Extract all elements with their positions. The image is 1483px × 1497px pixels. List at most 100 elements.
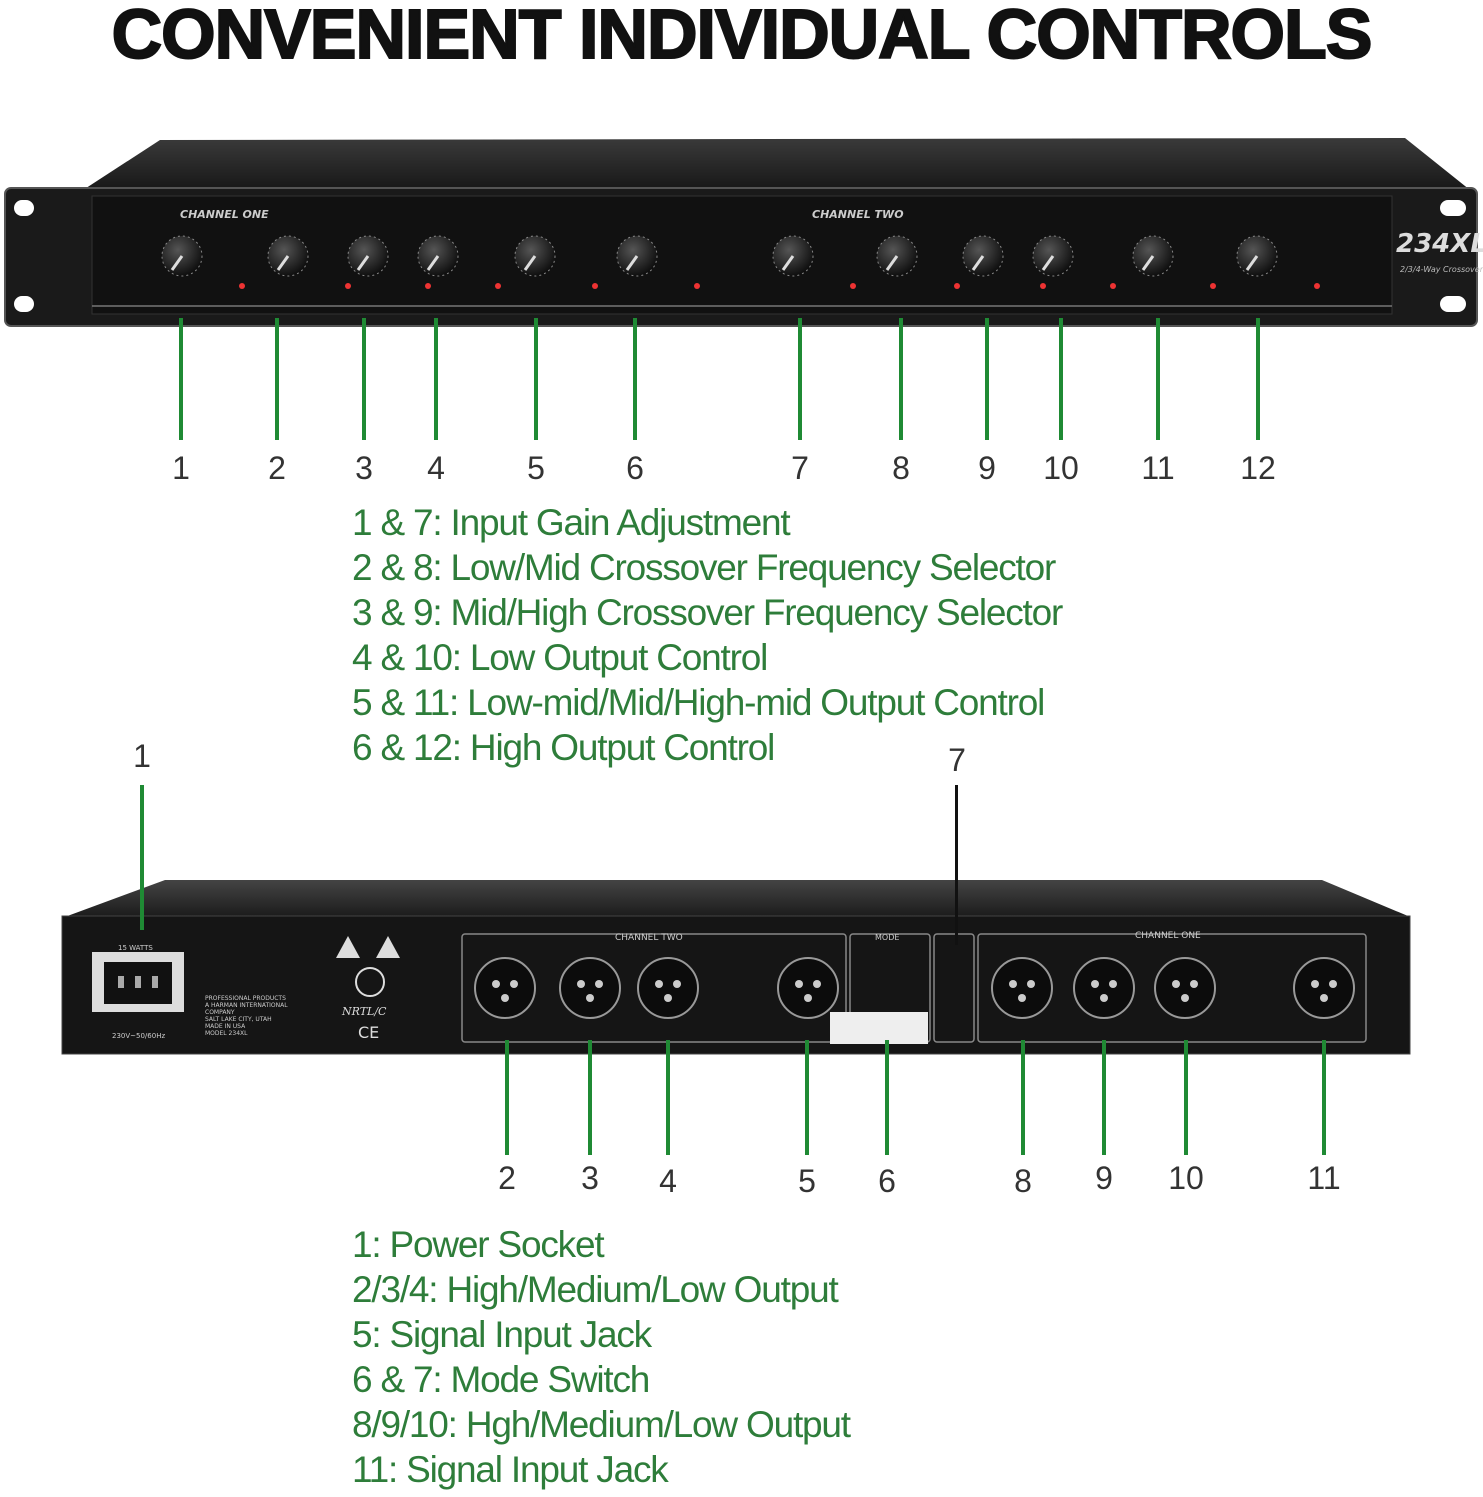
xlr-pin bbox=[501, 994, 509, 1002]
callout-number: 4 bbox=[659, 1163, 677, 1199]
front-legend-item: 1 & 7: Input Gain Adjustment bbox=[352, 502, 791, 543]
callout-number: 3 bbox=[355, 450, 373, 486]
knob-pointer bbox=[356, 255, 370, 271]
ce-label: CE bbox=[358, 1023, 379, 1042]
knob-pointer bbox=[170, 255, 184, 271]
company-line: MADE IN USA bbox=[205, 1023, 246, 1030]
xlr-jack-icon bbox=[1154, 957, 1216, 1019]
callout-number: 8 bbox=[892, 450, 910, 486]
knob-pointer bbox=[885, 255, 899, 271]
knob-pointer bbox=[1141, 255, 1155, 271]
callout-line bbox=[534, 318, 538, 440]
xlr-pin bbox=[595, 980, 603, 988]
knob-pointer bbox=[426, 255, 440, 271]
clip-led-icon bbox=[425, 283, 431, 289]
rear-legend: 1: Power Socket 2/3/4: High/Medium/Low O… bbox=[352, 1222, 851, 1492]
xlr-pin bbox=[577, 980, 585, 988]
xlr-pin bbox=[1109, 980, 1117, 988]
callout-line bbox=[798, 318, 802, 440]
callout-line bbox=[955, 785, 958, 945]
rear-legend-item: 2/3/4: High/Medium/Low Output bbox=[352, 1269, 839, 1310]
callout-number: 6 bbox=[878, 1163, 896, 1199]
callout-number: 2 bbox=[268, 450, 286, 486]
xlr-pin bbox=[1091, 980, 1099, 988]
page-title: CONVENIENT INDIVIDUAL CONTROLS bbox=[111, 0, 1374, 74]
company-line: MODEL 234XL bbox=[205, 1030, 248, 1037]
clip-led-icon bbox=[954, 283, 960, 289]
front-legend-item: 5 & 11: Low-mid/Mid/High-mid Output Cont… bbox=[352, 682, 1045, 723]
voltage-label: 230V~50/60Hz bbox=[112, 1032, 165, 1040]
callout-line bbox=[434, 318, 438, 440]
callout-number: 7 bbox=[948, 742, 966, 778]
front-legend-item: 4 & 10: Low Output Control bbox=[352, 637, 768, 678]
callout-number: 10 bbox=[1043, 450, 1079, 486]
callout-number: 5 bbox=[527, 450, 545, 486]
clip-led-icon bbox=[239, 283, 245, 289]
xlr-pin bbox=[655, 980, 663, 988]
front-legend-item: 6 & 12: High Output Control bbox=[352, 727, 775, 768]
callout-number: 7 bbox=[791, 450, 809, 486]
rear-channel-two-label: CHANNEL TWO bbox=[615, 933, 683, 943]
xlr-pin bbox=[813, 980, 821, 988]
xlr-pin bbox=[1172, 980, 1180, 988]
xlr-pin bbox=[673, 980, 681, 988]
company-line: A HARMAN INTERNATIONAL bbox=[205, 1002, 288, 1009]
rear-legend-item: 8/9/10: Hgh/Medium/Low Output bbox=[352, 1404, 851, 1445]
channel-one-label: CHANNEL ONE bbox=[180, 208, 269, 221]
brand-label: 234XL bbox=[1396, 229, 1483, 259]
knob-pointer bbox=[781, 255, 795, 271]
xlr-jack-icon bbox=[991, 957, 1053, 1019]
xlr-jack-icon bbox=[1073, 957, 1135, 1019]
xlr-pin bbox=[1190, 980, 1198, 988]
csa-logo-icon bbox=[355, 967, 385, 997]
callout-number: 6 bbox=[626, 450, 644, 486]
callout-line bbox=[362, 318, 366, 440]
xlr-pin bbox=[804, 994, 812, 1002]
xlr-pin bbox=[664, 994, 672, 1002]
company-line: SALT LAKE CITY, UTAH bbox=[205, 1016, 272, 1023]
clip-led-icon bbox=[592, 283, 598, 289]
front-legend-item: 2 & 8: Low/Mid Crossover Frequency Selec… bbox=[352, 547, 1056, 588]
callout-line bbox=[179, 318, 183, 440]
brand-sub-label: 2/3/4-Way Crossover bbox=[1400, 265, 1483, 274]
callout-line bbox=[1059, 318, 1063, 440]
clip-led-icon bbox=[1210, 283, 1216, 289]
mode-label: MODE bbox=[875, 933, 899, 942]
xlr-jack-icon bbox=[474, 957, 536, 1019]
front-legend: 1 & 7: Input Gain Adjustment 2 & 8: Low/… bbox=[352, 500, 1063, 770]
callout-line bbox=[1102, 1040, 1106, 1155]
knob-pointer bbox=[276, 255, 290, 271]
callout-line bbox=[633, 318, 637, 440]
xlr-jack-icon bbox=[559, 957, 621, 1019]
channel-two-label: CHANNEL TWO bbox=[812, 208, 904, 221]
callout-line bbox=[666, 1040, 670, 1155]
front-panel-image: CHANNEL ONE CHANNEL TWO 234XL 2/3/4-Way … bbox=[4, 138, 1483, 327]
clip-led-icon bbox=[495, 283, 501, 289]
rear-legend-item: 1: Power Socket bbox=[352, 1224, 605, 1265]
xlr-jack-icon bbox=[777, 957, 839, 1019]
warning-icon bbox=[336, 936, 360, 958]
callout-line bbox=[505, 1040, 509, 1155]
callout-number: 1 bbox=[172, 450, 190, 486]
callout-number: 8 bbox=[1014, 1163, 1032, 1199]
warning-icon bbox=[376, 936, 400, 958]
xlr-pin bbox=[1018, 994, 1026, 1002]
clip-led-icon bbox=[345, 283, 351, 289]
callout-number: 12 bbox=[1240, 450, 1276, 486]
clip-led-icon bbox=[1040, 283, 1046, 289]
callout-number: 4 bbox=[427, 450, 445, 486]
xlr-jack-icon bbox=[637, 957, 699, 1019]
company-block: PROFESSIONAL PRODUCTS A HARMAN INTERNATI… bbox=[205, 995, 288, 1037]
power-watts-label: 15 WATTS bbox=[118, 944, 153, 952]
xlr-jack-icon bbox=[1293, 957, 1355, 1019]
xlr-pin bbox=[1009, 980, 1017, 988]
clip-led-icon bbox=[694, 283, 700, 289]
callout-line bbox=[985, 318, 989, 440]
rear-legend-item: 11: Signal Input Jack bbox=[352, 1449, 669, 1490]
callout-line bbox=[805, 1040, 809, 1155]
clip-led-icon bbox=[1110, 283, 1116, 289]
callout-line bbox=[1184, 1040, 1188, 1155]
callout-number: 11 bbox=[1141, 450, 1175, 486]
callout-line bbox=[1256, 318, 1260, 440]
company-line: COMPANY bbox=[205, 1009, 235, 1016]
